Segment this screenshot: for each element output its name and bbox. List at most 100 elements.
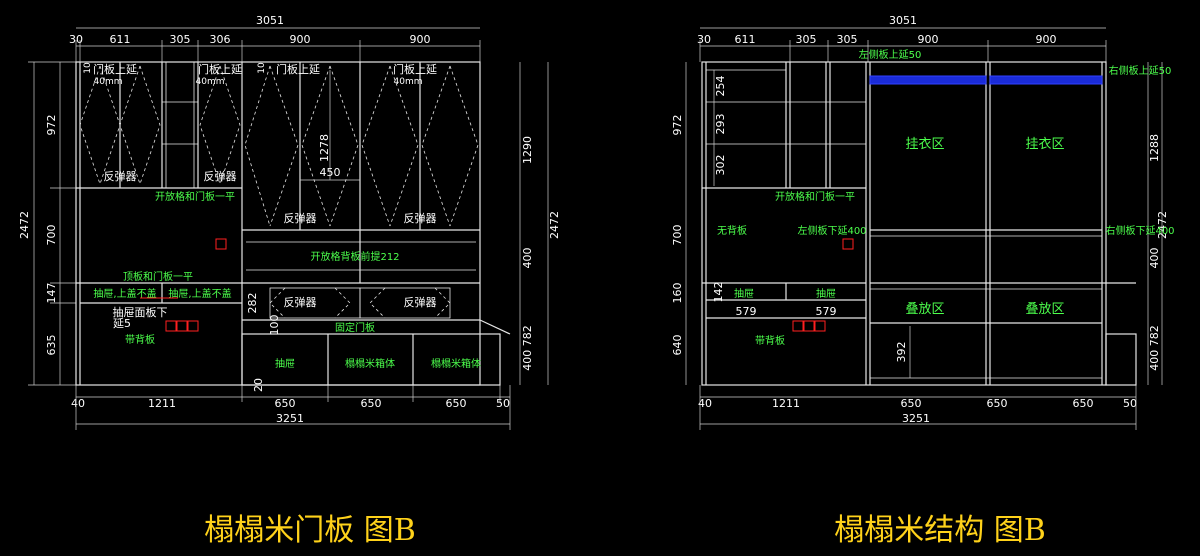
note: 榻榻米箱体 — [345, 357, 395, 370]
dim-right: 2472 — [548, 211, 561, 239]
marker-square — [187, 320, 199, 332]
note: 榻榻米箱体 — [431, 357, 481, 370]
inner-dim: 142 — [712, 282, 725, 303]
inner-dim: 254 — [714, 76, 727, 97]
dim-bottom: 40 — [71, 397, 85, 410]
note: 带背板 — [125, 333, 155, 346]
dim-bottom: 650 — [901, 397, 922, 410]
dim-bottom: 1211 — [148, 397, 176, 410]
door-label: 门板上延 — [276, 62, 320, 76]
inner-dim: 1278 — [318, 134, 331, 162]
dim-top: 306 — [210, 33, 231, 46]
marker-square — [792, 320, 804, 332]
note: 无背板 — [717, 224, 747, 237]
marker-square — [165, 320, 177, 332]
dim-top: 900 — [918, 33, 939, 46]
dim-top: 305 — [837, 33, 858, 46]
note: 延5 — [113, 317, 131, 330]
inner-dim: 293 — [714, 114, 727, 135]
dim-bottom: 50 — [496, 397, 510, 410]
zone-label: 挂衣区 — [905, 136, 944, 152]
dim-bottom: 650 — [1073, 397, 1094, 410]
dim-bottom: 1211 — [772, 397, 800, 410]
note: 开放格和门板一平 — [155, 190, 235, 203]
door-label: 门板上延 — [393, 62, 437, 76]
note: 抽屉面板下 — [113, 305, 168, 319]
dim-left: 147 — [45, 283, 58, 304]
spring-label: 反弹器 — [284, 295, 317, 309]
hanging-rod — [869, 75, 987, 85]
inner-dim: 282 — [246, 293, 259, 314]
marker-square — [176, 320, 188, 332]
zone-label: 叠放区 — [905, 302, 944, 317]
note: 抽屉,上盖不盖 — [93, 287, 156, 300]
cabinet-outline — [701, 61, 1107, 386]
caption-right: 榻榻米结构 图B — [834, 513, 1046, 548]
note: 左侧板上延50 — [859, 48, 922, 61]
note: 抽屉 — [816, 287, 836, 300]
dim-top: 900 — [290, 33, 311, 46]
note: 左侧板下延400 — [797, 224, 866, 237]
dim-right: 400 782 — [521, 325, 534, 371]
dim-left: 640 — [671, 335, 684, 356]
dim-top: 305 — [796, 33, 817, 46]
dim-top: 900 — [410, 33, 431, 46]
marker-square — [215, 238, 227, 250]
inner-dim: 579 — [736, 305, 757, 318]
door-sub: 40mm — [196, 77, 225, 87]
door-label: 门板上延 — [198, 62, 242, 76]
left-drawing: 3051 30 611 305 306 900 900 2472 972 700… — [18, 14, 561, 548]
dim-right: 400 782 — [1148, 325, 1161, 371]
inner-dim: 302 — [714, 155, 727, 176]
spring-label: 反弹器 — [284, 211, 317, 225]
spring-label: 反弹器 — [104, 169, 137, 183]
dim-left: 160 — [671, 283, 684, 304]
spring-label: 反弹器 — [204, 169, 237, 183]
note: 顶板和门板一平 — [123, 270, 193, 283]
dim-bottom-total: 3251 — [902, 412, 930, 425]
inner-dim: 10 — [83, 62, 93, 74]
zone-label: 挂衣区 — [1025, 136, 1064, 152]
spring-label: 反弹器 — [404, 295, 437, 309]
dim-left: 972 — [671, 115, 684, 136]
note: 抽屉 — [275, 357, 295, 370]
dim-top: 900 — [1036, 33, 1057, 46]
right-drawing: 3051 30 611 305 305 900 900 972 700 160 … — [671, 14, 1175, 548]
note: 右侧板下延400 — [1105, 224, 1174, 237]
dim-right: 400 — [521, 248, 534, 269]
dim-right: 1288 — [1148, 134, 1161, 162]
marker-square — [842, 238, 854, 250]
hanging-rod — [989, 75, 1103, 85]
dim-left: 635 — [45, 335, 58, 356]
dim-left: 700 — [45, 225, 58, 246]
dim-top: 611 — [735, 33, 756, 46]
note: 抽屉 — [734, 287, 754, 300]
marker-square — [803, 320, 815, 332]
note: 开放格背板前提212 — [310, 250, 399, 263]
dim-right: 400 — [1148, 248, 1161, 269]
dim-bottom: 650 — [361, 397, 382, 410]
inner-dim: 20 — [252, 378, 265, 392]
dim-left: 700 — [671, 225, 684, 246]
marker-square — [814, 320, 826, 332]
door-sub: 40mm — [94, 77, 123, 87]
note: 右侧板上延50 — [1109, 64, 1172, 77]
dim-bottom: 650 — [987, 397, 1008, 410]
zone-label: 叠放区 — [1025, 302, 1064, 317]
dim-bottom: 650 — [275, 397, 296, 410]
inner-dim: 10 — [257, 62, 267, 74]
dim-right: 2472 — [1156, 211, 1169, 239]
note: 带背板 — [755, 334, 785, 347]
dim-left-total: 2472 — [18, 211, 31, 239]
dim-top: 305 — [170, 33, 191, 46]
dim-top: 30 — [697, 33, 711, 46]
dim-bottom: 50 — [1123, 397, 1137, 410]
inner-dim: 579 — [816, 305, 837, 318]
dim-right: 1290 — [521, 136, 534, 164]
dim-bottom: 40 — [698, 397, 712, 410]
note: 开放格和门板一平 — [775, 190, 855, 203]
inner-dim: 100 — [268, 315, 281, 336]
door-sub: 40mm — [394, 77, 423, 87]
caption-left: 榻榻米门板 图B — [204, 513, 416, 548]
spring-label: 反弹器 — [404, 211, 437, 225]
